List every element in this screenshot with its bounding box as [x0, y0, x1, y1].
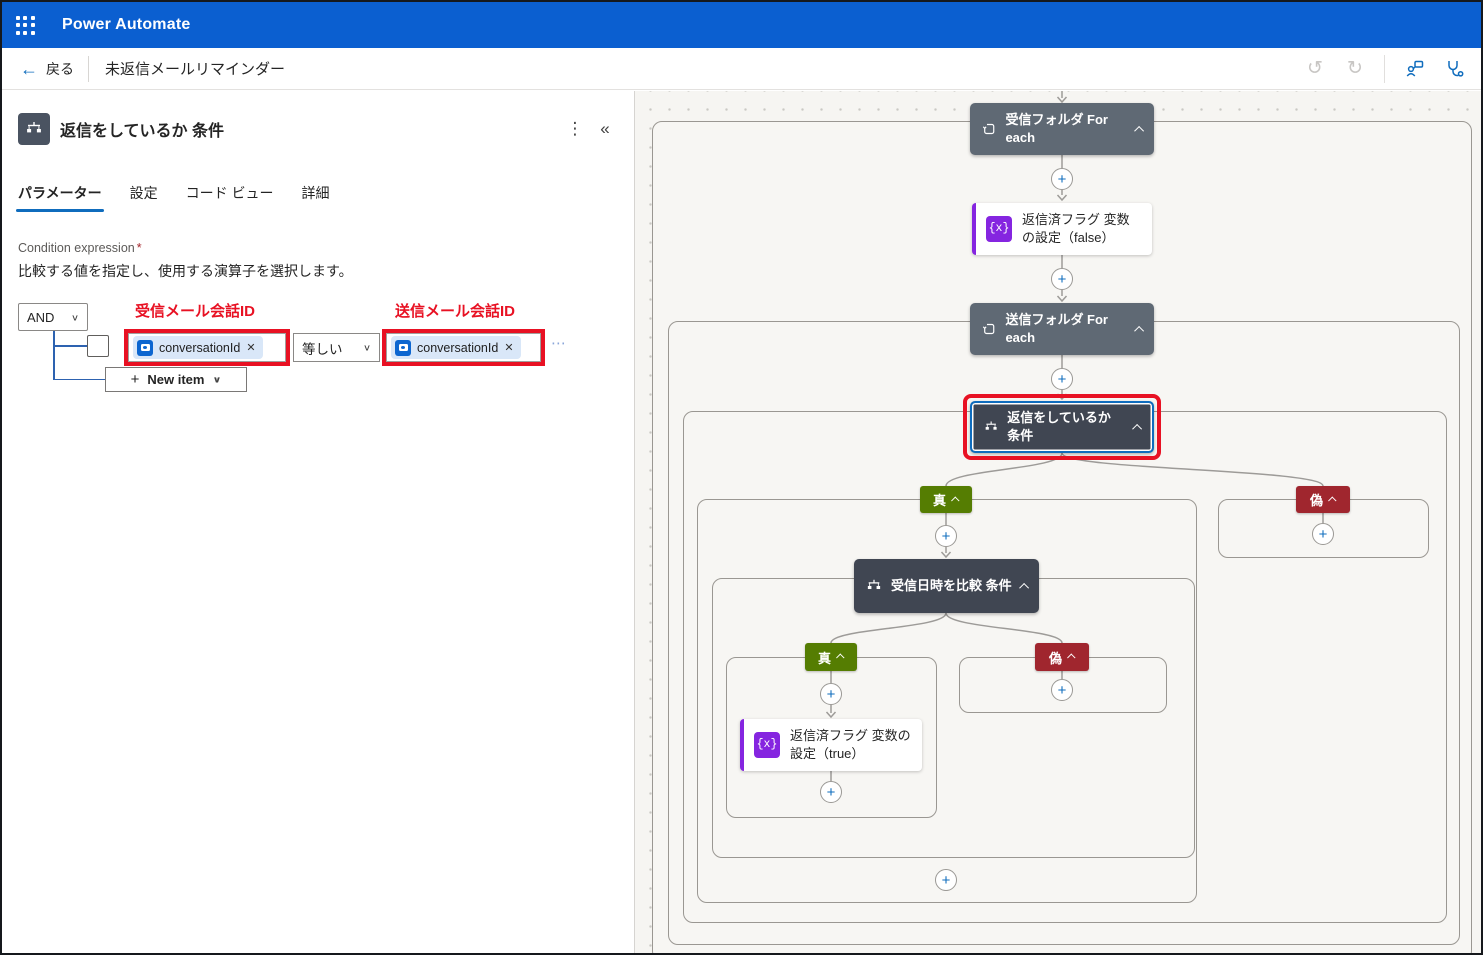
- condition-tree-line: [53, 378, 105, 381]
- left-operand-field[interactable]: conversationId ✕: [128, 333, 286, 362]
- insert-action-button[interactable]: +: [1051, 679, 1073, 701]
- divider: [88, 55, 89, 82]
- condition-tree-line: [53, 331, 55, 380]
- right-operand-field[interactable]: conversationId ✕: [386, 333, 541, 362]
- insert-action-button[interactable]: +: [1312, 523, 1334, 545]
- branch-true-badge[interactable]: 真: [920, 486, 972, 513]
- collapse-chevron-icon: [951, 495, 960, 505]
- group-operator-dropdown[interactable]: AND ∨: [18, 303, 88, 331]
- dynamic-content-token[interactable]: conversationId ✕: [391, 336, 521, 359]
- operator-dropdown[interactable]: 等しい ∨: [293, 333, 380, 362]
- action-details-panel: 返信をしているか 条件 ⋮ « パラメーター 設定 コード ビュー 詳細 Con…: [2, 91, 635, 953]
- row-more-options-icon[interactable]: ⋯: [551, 335, 567, 352]
- variable-icon: {x}: [754, 732, 780, 758]
- node-condition-datetime[interactable]: 受信日時を比較 条件: [854, 559, 1039, 613]
- insert-action-button[interactable]: +: [1051, 168, 1073, 190]
- collapse-panel-icon[interactable]: «: [600, 119, 610, 138]
- panel-tabs: パラメーター 設定 コード ビュー 詳細: [16, 183, 330, 212]
- condition-glyph-icon: [985, 421, 997, 430]
- condition-helper-text: 比較する値を指定し、使用する演算子を選択します。: [18, 263, 353, 279]
- app-launcher-waffle-icon[interactable]: [2, 2, 48, 48]
- insert-action-button[interactable]: +: [820, 683, 842, 705]
- stethoscope-icon: [1447, 61, 1463, 77]
- undo-icon[interactable]: ↺: [1307, 58, 1323, 79]
- chevron-down-icon: ∨: [70, 312, 79, 323]
- annotation-red-box: conversationId ✕: [124, 329, 290, 366]
- node-set-flag-true[interactable]: {x} 返信済フラグ 変数の設定（true）: [740, 719, 922, 771]
- divider: [1384, 54, 1385, 83]
- tab-code-view[interactable]: コード ビュー: [185, 185, 274, 201]
- collapse-chevron-icon: [1067, 653, 1076, 662]
- insert-action-button[interactable]: +: [935, 869, 957, 891]
- flow-checker-icon[interactable]: [1437, 52, 1471, 86]
- collapse-chevron-icon: [1328, 495, 1337, 505]
- token-dismiss-icon[interactable]: ✕: [504, 342, 514, 354]
- node-foreach-sent[interactable]: 送信フォルダ For each: [970, 303, 1154, 355]
- chevron-down-icon: ∨: [362, 343, 371, 353]
- condition-tree-line: [53, 345, 87, 347]
- tab-settings[interactable]: 設定: [129, 185, 158, 201]
- flow-title: 未返信メールリマインダー: [105, 61, 286, 78]
- collapse-chevron-icon[interactable]: [1132, 423, 1143, 434]
- more-actions-kebab-icon[interactable]: ⋮: [566, 119, 584, 138]
- insert-action-button[interactable]: +: [1051, 368, 1073, 390]
- node-foreach-inbox[interactable]: 受信フォルダ For each: [970, 103, 1154, 155]
- branch-false-badge[interactable]: 偽: [1035, 643, 1089, 671]
- copilot-icon[interactable]: [1397, 52, 1431, 86]
- back-button[interactable]: ← 戻る: [20, 58, 74, 79]
- tab-about[interactable]: 詳細: [301, 185, 330, 201]
- waffle-grid-icon: [15, 15, 35, 35]
- dynamic-content-token[interactable]: conversationId ✕: [133, 336, 263, 359]
- collapse-chevron-icon: [836, 653, 845, 662]
- annotation-red-box: conversationId ✕: [382, 329, 545, 366]
- condition-expression-label: Condition expression*: [18, 241, 142, 255]
- suite-header: Power Automate: [2, 2, 1481, 48]
- for-each-icon: [982, 323, 995, 335]
- token-dismiss-icon[interactable]: ✕: [246, 342, 256, 354]
- condition-action-icon: [18, 113, 50, 145]
- insert-action-button[interactable]: +: [1051, 268, 1073, 290]
- app-title: Power Automate: [62, 16, 191, 33]
- chevron-down-icon: ∨: [212, 375, 222, 385]
- annotation-sent-mail-id: 送信メール会話ID: [395, 303, 516, 320]
- person-flow-icon: [1406, 60, 1423, 77]
- outlook-connector-icon: [137, 339, 153, 356]
- command-bar: ← 戻る 未返信メールリマインダー ↺ ↻: [2, 48, 1481, 90]
- flow-canvas[interactable]: 受信フォルダ For each {x} 返信済フラグ 変数の設定（false） …: [635, 91, 1481, 953]
- branch-false-badge[interactable]: 偽: [1296, 486, 1350, 513]
- panel-title: 返信をしているか 条件: [60, 123, 224, 140]
- row-checkbox[interactable]: [87, 335, 109, 357]
- required-asterisk: *: [136, 241, 142, 255]
- collapse-chevron-icon[interactable]: [1019, 582, 1030, 593]
- insert-action-button[interactable]: +: [935, 525, 957, 547]
- tab-parameters[interactable]: パラメーター: [16, 183, 104, 212]
- node-condition-reply[interactable]: 返信をしているか 条件: [970, 401, 1154, 453]
- plus-icon: +: [130, 371, 140, 388]
- new-item-button[interactable]: + New item ∨: [105, 367, 247, 392]
- back-arrow-icon: ←: [20, 58, 38, 79]
- branch-true-badge[interactable]: 真: [805, 643, 857, 671]
- node-set-flag-false[interactable]: {x} 返信済フラグ 変数の設定（false）: [972, 203, 1152, 255]
- annotation-received-mail-id: 受信メール会話ID: [135, 303, 256, 320]
- insert-action-button[interactable]: +: [820, 781, 842, 803]
- collapse-chevron-icon[interactable]: [1134, 125, 1145, 136]
- variable-icon: {x}: [986, 216, 1012, 242]
- redo-icon[interactable]: ↻: [1347, 58, 1363, 79]
- condition-glyph-icon: [867, 579, 881, 590]
- outlook-connector-icon: [395, 339, 411, 356]
- collapse-chevron-icon[interactable]: [1134, 325, 1145, 336]
- for-each-icon: [982, 123, 995, 135]
- condition-glyph-icon: [27, 122, 41, 133]
